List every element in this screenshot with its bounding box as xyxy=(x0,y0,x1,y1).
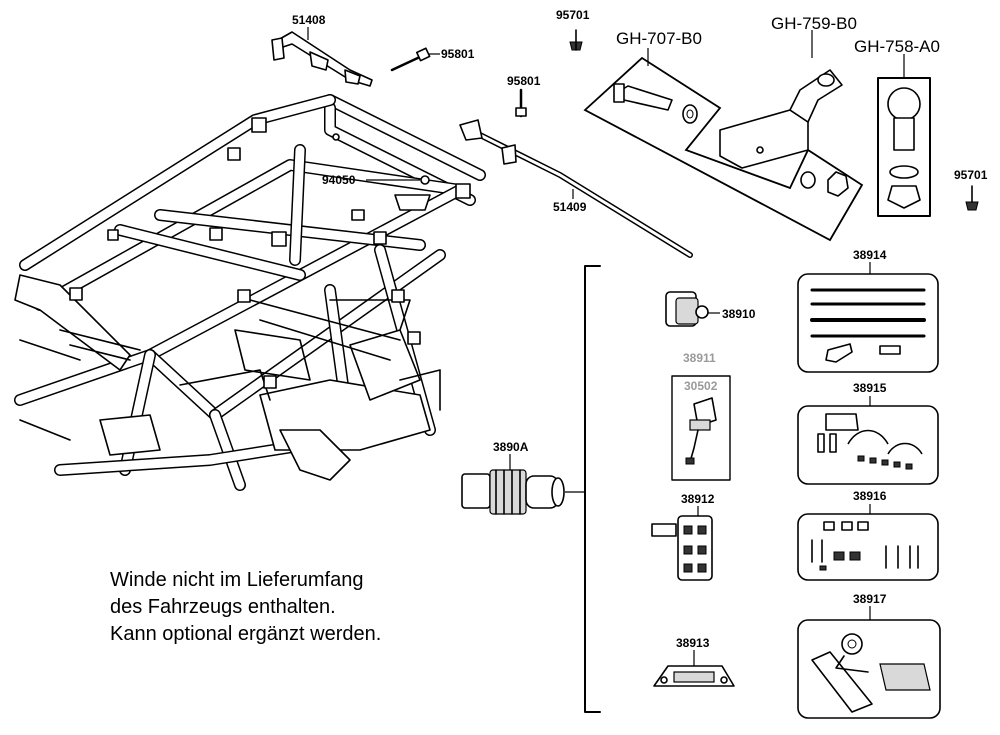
winch-note: Winde nicht im Lieferumfang des Fahrzeug… xyxy=(110,567,381,648)
label-38912: 38912 xyxy=(681,492,715,506)
part-38913-drawing xyxy=(653,650,735,687)
hitch-kit-outline xyxy=(583,56,864,242)
part-38914-drawing xyxy=(797,262,939,373)
label-95801-top: 95801 xyxy=(441,47,475,61)
winch-note-line-1: Winde nicht im Lieferumfang xyxy=(110,569,364,591)
label-38913: 38913 xyxy=(676,636,710,650)
label-38915: 38915 xyxy=(853,381,887,395)
winch-note-line-2: des Fahrzeugs enthalten. xyxy=(110,596,336,618)
label-94050: 94050 xyxy=(322,173,356,187)
label-95801-mid: 95801 xyxy=(507,74,541,88)
part-gh759-drawing xyxy=(719,30,849,197)
part-gh707-drawing xyxy=(613,48,698,124)
part-51408-drawing xyxy=(271,27,373,87)
label-38910: 38910 xyxy=(722,307,756,321)
label-gh-707-b0: GH-707-B0 xyxy=(616,29,702,48)
winch-note-line-3: Kann optional ergänzt werden. xyxy=(110,623,382,645)
part-95701-top-drawing xyxy=(569,29,583,51)
part-38911-drawing xyxy=(671,375,731,481)
vehicle-frame xyxy=(14,94,486,491)
label-38911: 38911 xyxy=(683,351,716,365)
part-3890A-drawing xyxy=(461,454,565,515)
label-38916: 38916 xyxy=(853,489,887,503)
part-95801-top-drawing xyxy=(390,47,440,72)
part-51409-drawing xyxy=(459,119,693,258)
part-95701-right-drawing xyxy=(965,185,979,211)
label-3890A: 3890A xyxy=(493,440,529,454)
accessory-bracket xyxy=(565,265,601,713)
label-gh-758-a0: GH-758-A0 xyxy=(854,37,940,56)
label-gh-759-b0: GH-759-B0 xyxy=(771,14,857,33)
label-95701-top: 95701 xyxy=(556,8,590,22)
label-51409: 51409 xyxy=(553,200,587,214)
part-38917-drawing xyxy=(797,606,941,719)
part-95801-mid-drawing xyxy=(515,88,527,118)
part-38916-drawing xyxy=(797,504,939,581)
part-gh758-drawing xyxy=(877,54,931,217)
label-51408: 51408 xyxy=(292,13,326,27)
label-30502: 30502 xyxy=(684,379,718,393)
label-95701-right: 95701 xyxy=(954,168,988,182)
part-38915-drawing xyxy=(797,396,939,485)
part-38910-drawing xyxy=(665,291,720,327)
label-38917: 38917 xyxy=(853,592,887,606)
label-38914: 38914 xyxy=(853,248,887,262)
part-38912-drawing xyxy=(651,506,713,581)
